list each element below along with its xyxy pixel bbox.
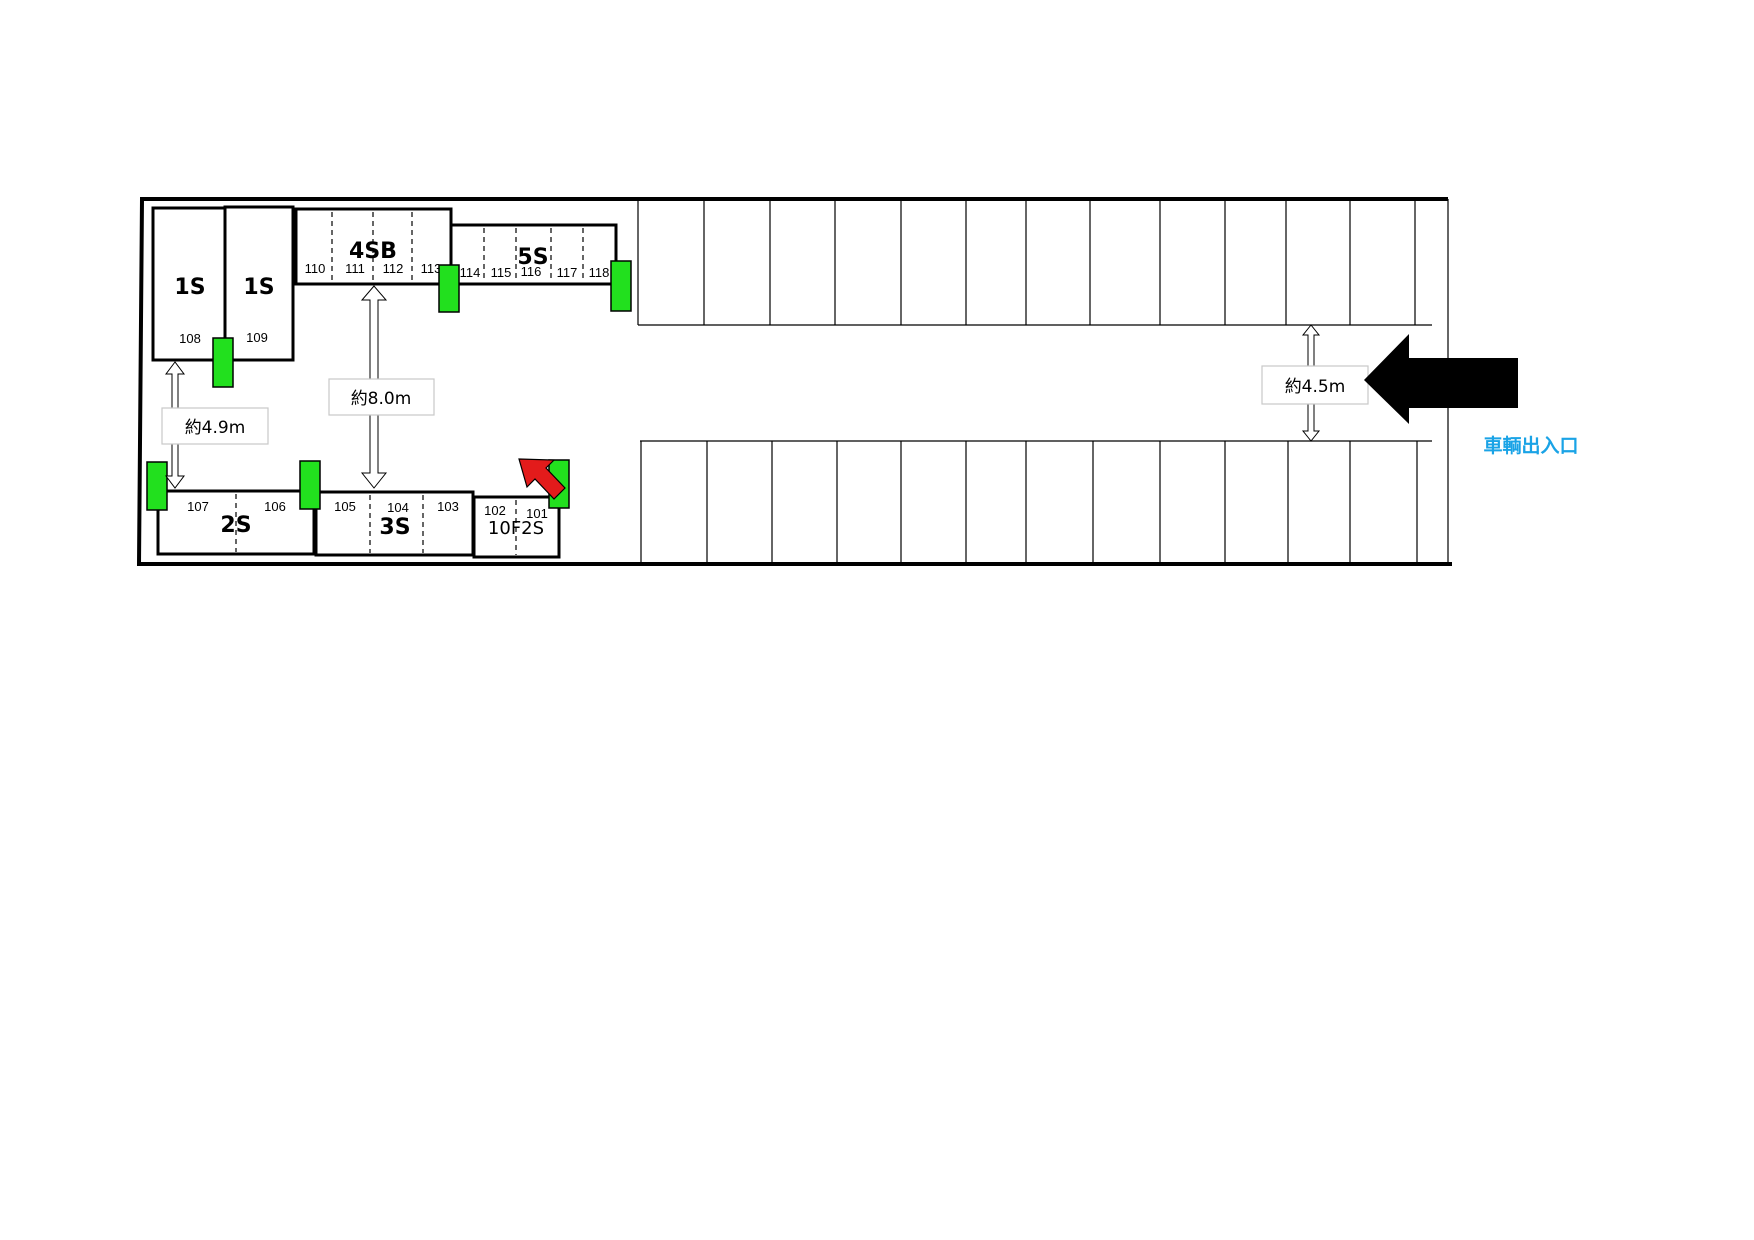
building-label: 5S: [517, 245, 548, 270]
dimension-label-center: 約8.0m: [328, 378, 435, 416]
parking-row-bottom: [640, 440, 1432, 562]
unit-number: 112: [383, 261, 404, 276]
unit-number: 116: [521, 264, 542, 279]
unit-number: 118: [589, 265, 610, 280]
building-label: 1S: [174, 275, 205, 300]
unit-number: 101: [526, 506, 548, 521]
building-4sb: 4SB 110 111 112 113: [294, 207, 453, 286]
building-2s: 2S 107 106: [156, 489, 316, 556]
unit-number: 109: [246, 330, 268, 345]
building-label: 1S: [243, 275, 274, 300]
building-5s: 5S 114 115 116 117 118: [449, 223, 618, 286]
entrance-label: 車輌出入口: [1483, 434, 1578, 457]
door-marker: [438, 264, 460, 313]
dimension-label-left: 約4.9m: [161, 407, 269, 445]
unit-number: 104: [387, 500, 409, 515]
red-arrow-icon: [518, 458, 566, 500]
unit-number: 117: [557, 265, 578, 280]
unit-number: 106: [264, 499, 286, 514]
svg-text:約4.5m: 約4.5m: [1285, 377, 1346, 397]
door-marker: [299, 460, 321, 510]
building-label: 2S: [220, 513, 251, 538]
unit-number: 107: [187, 499, 209, 514]
entrance-arrow-icon: [1364, 334, 1518, 424]
unit-number: 111: [345, 261, 365, 276]
unit-number: 102: [484, 503, 506, 518]
unit-number: 103: [437, 499, 459, 514]
unit-number: 113: [421, 261, 442, 276]
unit-number: 115: [491, 265, 512, 280]
unit-number: 110: [305, 261, 326, 276]
building-10f2s: 10F2S 102 101: [472, 495, 561, 559]
unit-number: 114: [460, 265, 481, 280]
parking-row-top: [637, 201, 1432, 326]
site-boundary: [136, 197, 1452, 566]
dimension-label-right: 約4.5m: [1261, 365, 1369, 405]
door-marker: [610, 260, 632, 312]
unit-number: 108: [179, 331, 201, 346]
svg-text:約8.0m: 約8.0m: [351, 389, 412, 409]
unit-number: 105: [334, 499, 356, 514]
building-1s-109: 1S 109: [223, 205, 295, 362]
building-label: 3S: [379, 515, 410, 540]
svg-text:約4.9m: 約4.9m: [185, 418, 246, 438]
building-3s: 3S 105 104 103: [314, 490, 475, 557]
building-1s-108: 1S 108: [151, 206, 227, 362]
door-marker: [146, 461, 168, 511]
door-marker: [212, 337, 234, 388]
building-label: 4SB: [349, 239, 397, 264]
building-label: 10F2S: [488, 518, 544, 539]
